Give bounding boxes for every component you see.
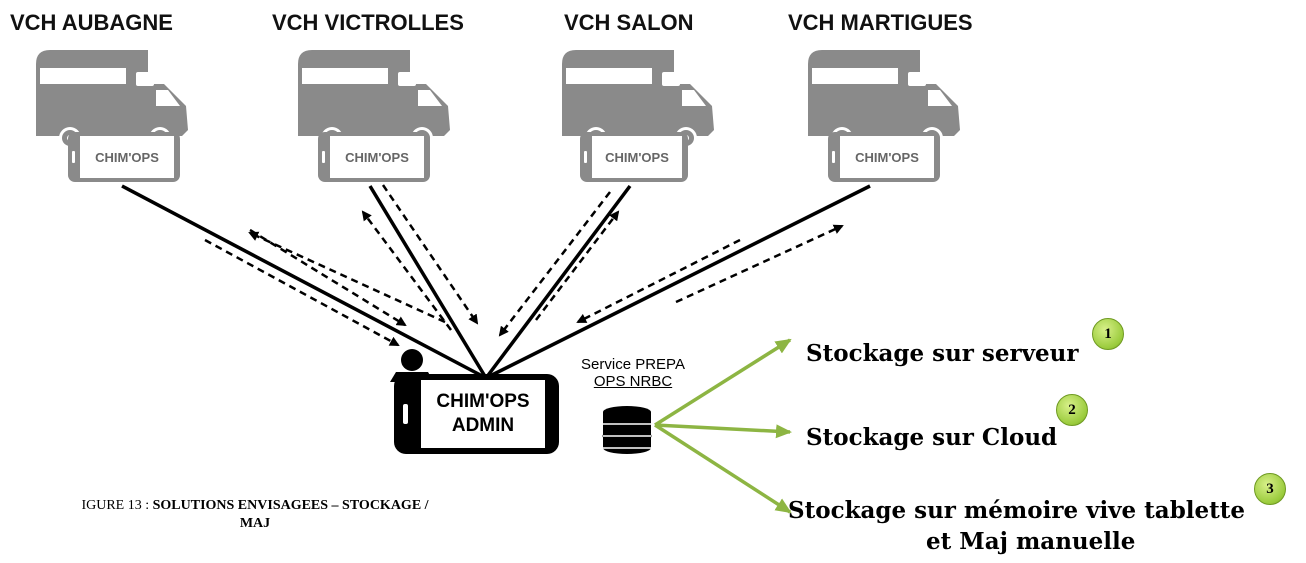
step-badge-1: 1: [1092, 318, 1124, 350]
home-button-icon: [403, 404, 408, 424]
admin-label-line1: CHIM'OPS: [436, 391, 530, 412]
service-label: Service PREPA OPS NRBC: [568, 356, 698, 390]
storage-option-cloud: Stockage sur Cloud: [806, 424, 1058, 451]
admin-screen: CHIM'OPS ADMIN: [421, 380, 545, 448]
dashed-arrow-salon-in: [498, 191, 611, 337]
step-badge-2: 2: [1056, 394, 1088, 426]
service-label-line1: Service PREPA: [581, 356, 685, 373]
service-label-line2: OPS NRBC: [593, 373, 673, 390]
dashed-arrow-victrolles-out: [361, 210, 453, 331]
site-tablet-aubagne: CHIM'OPS: [68, 132, 180, 182]
green-arrow-ram: [654, 423, 792, 514]
caption-title: SOLUTIONS ENVISAGEES – STOCKAGE /: [152, 498, 429, 513]
dashed-arrow-victrolles-in: [381, 184, 479, 325]
green-arrow-server: [654, 338, 792, 427]
admin-label-line2: ADMIN: [451, 415, 515, 436]
site-label-aubagne: VCH AUBAGNE: [10, 10, 173, 35]
home-button-icon: [832, 151, 835, 163]
home-button-icon: [584, 151, 587, 163]
site-tablet-victrolles: CHIM'OPS: [318, 132, 430, 182]
tablet-screen-label: CHIM'OPS: [330, 136, 424, 178]
database-icon: [602, 406, 652, 454]
green-arrow-cloud: [654, 423, 792, 439]
site-label-salon: VCH SALON: [564, 10, 694, 35]
link-victrolles: [368, 185, 488, 379]
storage-option-ram-line2: et Maj manuelle: [926, 528, 1136, 555]
link-martigues: [485, 184, 871, 380]
dashed-arrow-aubagne-out: [248, 231, 446, 324]
caption-prefix: IGURE 13 :: [81, 498, 153, 513]
dashed-arrow-martigues-out: [675, 224, 844, 304]
dashed-arrow-martigues-in: [576, 238, 741, 324]
dashed-arrow-salon-out: [535, 210, 620, 321]
link-aubagne: [121, 184, 487, 380]
admin-tablet: CHIM'OPS ADMIN: [394, 374, 559, 454]
link-salon: [484, 184, 632, 380]
caption-title-line2: MAJ: [239, 516, 271, 531]
site-label-martigues: VCH MARTIGUES: [788, 10, 973, 35]
home-button-icon: [322, 151, 325, 163]
tablet-screen-label: CHIM'OPS: [840, 136, 934, 178]
storage-option-ram: Stockage sur mémoire vive tablette: [788, 497, 1246, 524]
tablet-screen-label: CHIM'OPS: [592, 136, 682, 178]
figure-caption: IGURE 13 : SOLUTIONS ENVISAGEES – STOCKA…: [0, 497, 510, 533]
tablet-screen-label: CHIM'OPS: [80, 136, 174, 178]
solid-links: [121, 184, 871, 380]
storage-option-server: Stockage sur serveur: [806, 340, 1079, 367]
home-button-icon: [72, 151, 75, 163]
dashed-arrow-aubagne-to-admin: [204, 238, 400, 347]
step-badge-3: 3: [1254, 473, 1286, 505]
site-tablet-martigues: CHIM'OPS: [828, 132, 940, 182]
site-label-victrolles: VCH VICTROLLES: [272, 10, 464, 35]
site-tablet-salon: CHIM'OPS: [580, 132, 688, 182]
